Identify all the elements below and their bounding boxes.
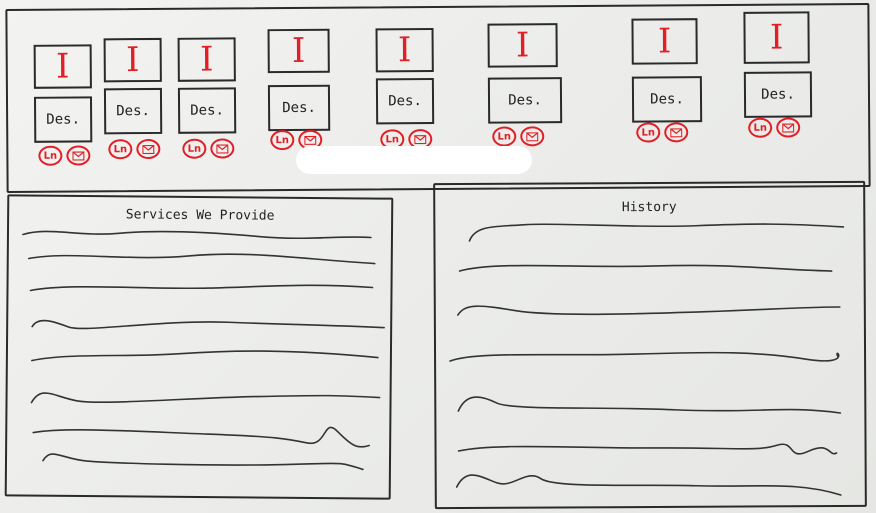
photo-label: I (291, 30, 306, 72)
linkedin-icon[interactable]: Ln (38, 145, 63, 166)
description-text: Des. (116, 103, 150, 120)
team-member-card: I Des. Ln (98, 37, 179, 179)
member-description: Des. (487, 77, 563, 124)
linkedin-icon[interactable]: Ln (108, 139, 133, 160)
member-description: Des. (375, 78, 435, 125)
description-text: Des. (761, 86, 795, 103)
linkedin-icon[interactable]: Ln (182, 138, 207, 159)
linkedin-icon[interactable]: Ln (492, 126, 517, 147)
member-description: Des. (267, 84, 331, 132)
mail-icon[interactable] (776, 117, 801, 138)
photo-label: I (515, 25, 530, 66)
member-description: Des. (631, 76, 703, 123)
team-member-card: I Des. Ln (172, 37, 253, 178)
mail-icon[interactable] (136, 138, 161, 160)
description-text: Des. (508, 92, 542, 109)
description-text: Des. (46, 111, 81, 128)
member-photo-placeholder: I (743, 11, 810, 64)
team-member-card: I Des. Ln (370, 28, 451, 169)
member-photo-placeholder: I (267, 28, 330, 74)
linkedin-icon[interactable]: Ln (636, 122, 661, 143)
services-section: Services We Provide (4, 194, 394, 500)
description-text: Des. (190, 102, 224, 119)
photo-label: I (55, 46, 70, 87)
member-photo-placeholder: I (103, 37, 162, 83)
member-description: Des. (33, 96, 93, 143)
member-description: Des. (177, 87, 237, 134)
member-photo-placeholder: I (375, 28, 434, 73)
description-text: Des. (650, 91, 684, 108)
mail-icon[interactable] (298, 129, 323, 150)
photo-label: I (657, 21, 672, 62)
mail-icon[interactable] (66, 145, 91, 166)
member-photo-placeholder: I (487, 23, 558, 68)
photo-label: I (125, 40, 140, 81)
member-photo-placeholder: I (631, 18, 698, 65)
description-text: Des. (282, 99, 316, 117)
history-text-placeholder (449, 223, 845, 496)
mail-icon[interactable] (210, 138, 235, 159)
member-photo-placeholder: I (33, 44, 92, 89)
photo-label: I (199, 39, 214, 80)
team-member-card: I Des. Ln (262, 28, 343, 170)
mail-icon[interactable] (408, 129, 433, 150)
team-member-card: I Des. Ln (737, 11, 818, 152)
team-member-card: I Des. Ln (625, 18, 706, 159)
photo-label: I (397, 30, 412, 71)
team-section: I Des. Ln I Des. Ln I Des. Ln I Des. Ln … (5, 2, 871, 194)
description-text: Des. (388, 93, 422, 110)
member-photo-placeholder: I (177, 37, 236, 82)
redaction-mark (296, 146, 532, 174)
photo-label: I (769, 17, 784, 58)
linkedin-icon[interactable]: Ln (270, 130, 295, 151)
team-member-card: I Des. Ln (28, 44, 109, 185)
mail-icon[interactable] (664, 122, 689, 143)
team-member-card: I Des. Ln (481, 23, 563, 164)
linkedin-icon[interactable]: Ln (748, 117, 773, 138)
history-section: History (433, 180, 867, 510)
services-text-placeholder (22, 230, 385, 471)
member-description: Des. (743, 71, 813, 118)
member-description: Des. (103, 87, 163, 135)
mail-icon[interactable] (520, 126, 545, 147)
